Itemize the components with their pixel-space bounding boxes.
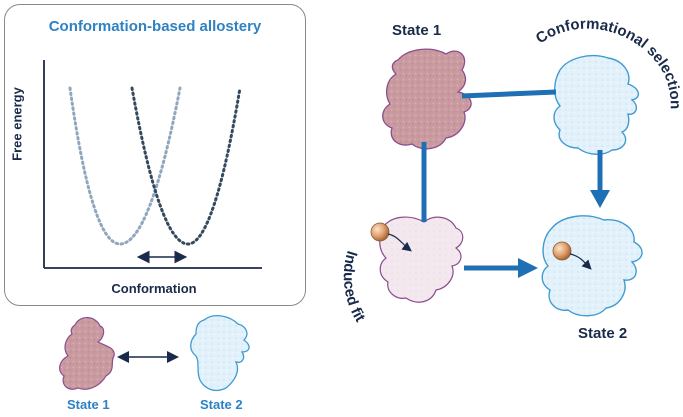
- state-1-protein: [382, 48, 472, 150]
- binding-arrow: [387, 233, 412, 252]
- energy-well-state-1: [68, 86, 182, 246]
- state-1-label: State 1: [392, 22, 442, 39]
- connector-top: [461, 89, 557, 99]
- arrow-down-head: [590, 190, 610, 208]
- legend-state-1-label: State 1: [67, 397, 110, 412]
- legend-state-2-label: State 2: [200, 397, 243, 412]
- plot-axes: [43, 60, 262, 269]
- selected-conformer-protein: [553, 54, 639, 155]
- bound-binding-arrow: [569, 253, 592, 270]
- x-axis-label: Conformation: [111, 281, 197, 296]
- induced-fit-intermediate-protein: [379, 216, 464, 303]
- induced-fit-label: Induced fit: [340, 249, 369, 325]
- state-2-label: State 2: [578, 325, 628, 342]
- energy-well-state-2: [130, 86, 242, 246]
- state-2-protein: [541, 215, 643, 317]
- panel-title: Conformation-based allostery: [48, 18, 262, 35]
- legend-state-1-protein: [59, 317, 115, 390]
- ligand-bound-icon: [552, 241, 572, 261]
- legend-state-2-protein: [190, 314, 250, 392]
- arrow-right-head: [518, 258, 538, 278]
- ligand-icon: [370, 222, 390, 242]
